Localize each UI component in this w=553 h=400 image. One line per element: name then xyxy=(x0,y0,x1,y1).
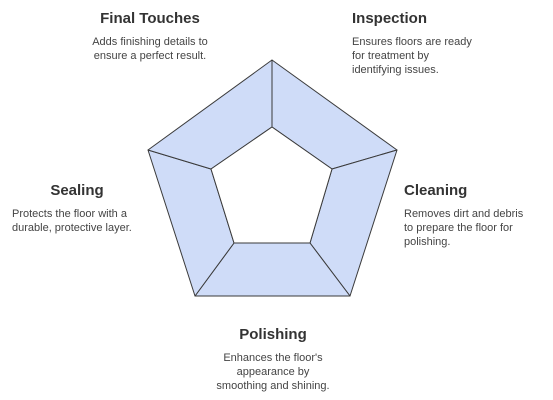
description-line: Protects the floor with a xyxy=(12,208,127,220)
step-description: Adds finishing details to ensure a perfe… xyxy=(60,35,240,63)
description-line: Adds finishing details to xyxy=(92,36,208,48)
step-description: Removes dirt and debris to prepare the f… xyxy=(404,207,544,249)
step-final-touches: Final Touches Adds finishing details to … xyxy=(60,10,240,63)
description-line: Removes dirt and debris xyxy=(404,208,524,220)
step-title: Cleaning xyxy=(404,182,468,199)
step-cleaning: Cleaning Removes dirt and debris to prep… xyxy=(404,182,544,249)
step-sealing: Sealing Protects the floor with a durabl… xyxy=(12,182,142,235)
description-line: Ensures floors are ready xyxy=(352,36,472,48)
step-inspection: Inspection Ensures floors are ready for … xyxy=(352,10,502,77)
step-description: Ensures floors are ready for treatment b… xyxy=(352,35,502,77)
description-line: smoothing and shining. xyxy=(216,380,330,392)
step-description: Protects the floor with a durable, prote… xyxy=(12,207,142,235)
step-polishing: Polishing Enhances the floor's appearanc… xyxy=(188,326,358,393)
step-title: Inspection xyxy=(352,10,428,27)
description-line: ensure a perfect result. xyxy=(93,50,207,62)
step-title: Final Touches xyxy=(100,10,200,27)
center-pentagon xyxy=(210,126,333,244)
step-title: Polishing xyxy=(239,326,307,343)
description-line: for treatment by xyxy=(352,50,430,62)
description-line: to prepare the floor for xyxy=(404,222,513,234)
description-line: identifying issues. xyxy=(352,64,439,76)
step-title: Sealing xyxy=(50,182,104,199)
description-line: durable, protective layer. xyxy=(12,222,132,234)
step-description: Enhances the floor's appearance by smoot… xyxy=(188,351,358,393)
description-line: polishing. xyxy=(404,236,451,248)
description-line: appearance by xyxy=(236,366,310,378)
description-line: Enhances the floor's xyxy=(223,352,323,364)
